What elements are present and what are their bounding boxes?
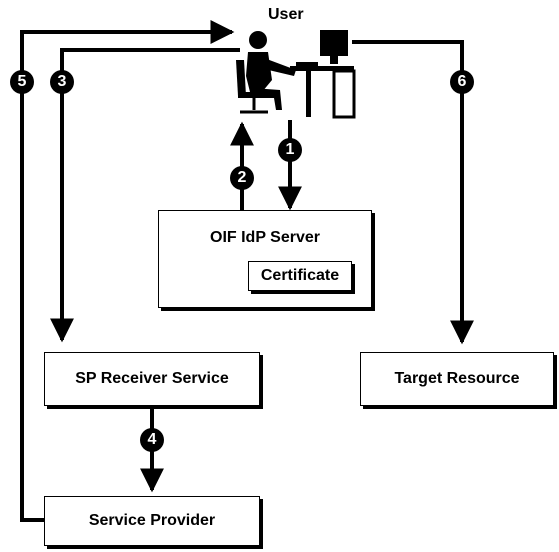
arrow-step-6 <box>352 40 474 345</box>
certificate-box: Certificate <box>248 261 352 291</box>
service-provider-label: Service Provider <box>88 512 216 529</box>
step-1-badge: 1 <box>278 138 302 162</box>
user-label: User <box>268 6 304 23</box>
step-6-badge: 6 <box>450 70 474 94</box>
oif-idp-server-label: OIF IdP Server <box>210 229 320 246</box>
user-at-computer-icon <box>236 30 356 119</box>
arrow-step-3 <box>50 48 240 343</box>
arrow-step-5 <box>20 20 235 522</box>
step-3-badge: 3 <box>50 70 74 94</box>
service-provider-box: Service Provider <box>44 496 260 546</box>
sp-receiver-service-box: SP Receiver Service <box>44 352 260 406</box>
step-2-badge: 2 <box>230 166 254 190</box>
target-resource-box: Target Resource <box>360 352 554 406</box>
certificate-label: Certificate <box>260 267 340 284</box>
step-5-badge: 5 <box>10 70 34 94</box>
sp-receiver-service-label: SP Receiver Service <box>75 370 229 387</box>
oif-idp-server-box: OIF IdP Server <box>158 210 372 308</box>
target-resource-label: Target Resource <box>394 370 520 387</box>
step-4-badge: 4 <box>140 428 164 452</box>
